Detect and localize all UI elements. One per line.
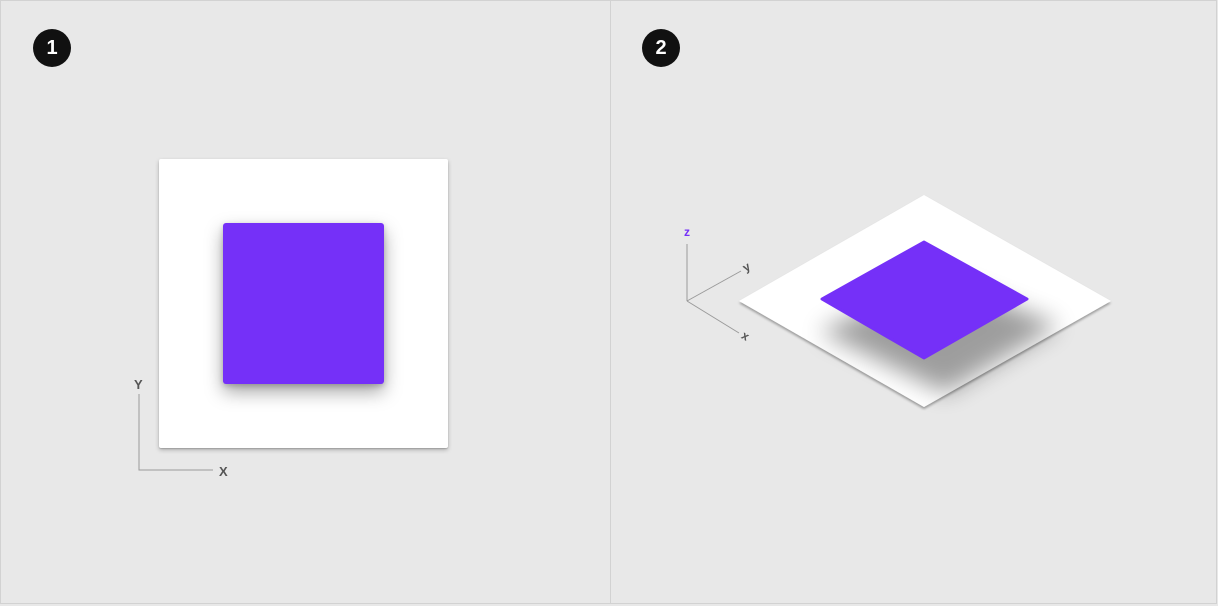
y-axis-label: Y	[134, 377, 143, 392]
panel-top-view: 1 Y X	[0, 0, 611, 604]
x-axis-label: X	[219, 464, 228, 479]
surface-sheet	[159, 159, 448, 448]
isometric-scene	[686, 195, 1111, 407]
panel-isometric-view: 2	[610, 0, 1217, 604]
elevated-card	[820, 240, 1029, 360]
z-axis-label: z	[684, 225, 690, 239]
elevated-card	[223, 223, 384, 384]
step-badge: 2	[642, 29, 680, 67]
step-badge: 1	[33, 29, 71, 67]
xyz-axes	[686, 244, 742, 334]
